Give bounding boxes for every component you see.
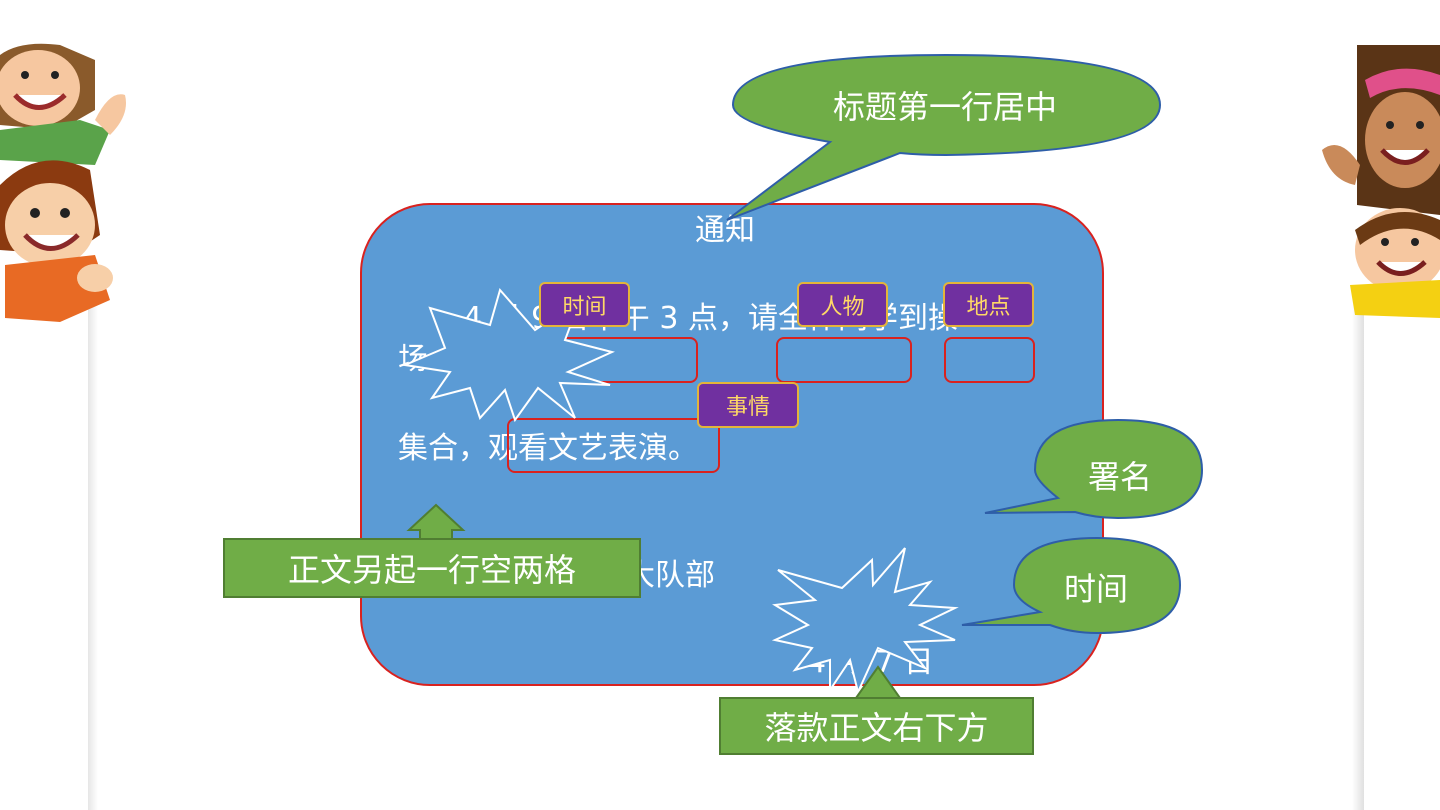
tag-event: 事情 bbox=[697, 382, 799, 428]
notice-line-3: 集合，观看文艺表演。 bbox=[398, 431, 698, 466]
callout-time-shape bbox=[961, 536, 1182, 635]
blank-event bbox=[507, 418, 720, 473]
label-body-indent: 正文另起一行空两格 bbox=[223, 538, 641, 598]
blank-people bbox=[776, 337, 912, 383]
callout-title-text: 标题第一行居中 bbox=[832, 88, 1057, 126]
callout-signature-text: 署名 bbox=[1087, 458, 1152, 496]
left-page-edge bbox=[88, 300, 98, 810]
notice-title: 通知 bbox=[695, 213, 755, 248]
callout-signature-shape bbox=[984, 418, 1204, 520]
tag-people: 人物 bbox=[797, 282, 888, 327]
callout-title-shape bbox=[726, 53, 1162, 221]
starburst-bottom bbox=[771, 547, 959, 696]
tag-time: 时间 bbox=[539, 282, 630, 327]
right-page-edge bbox=[1352, 300, 1364, 810]
callout-time-text: 时间 bbox=[1063, 570, 1128, 608]
tag-place: 地点 bbox=[943, 282, 1034, 327]
blank-place bbox=[944, 337, 1035, 383]
up-arrow-body-indent bbox=[406, 503, 466, 541]
label-sign-position: 落款正文右下方 bbox=[719, 697, 1034, 755]
